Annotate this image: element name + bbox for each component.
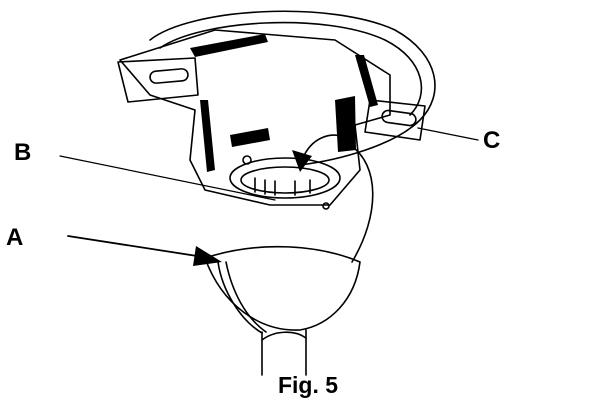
hanger-ball-seam xyxy=(217,261,263,334)
left-mounting-slot xyxy=(149,68,189,84)
downrod-collar xyxy=(261,331,307,341)
label-a: A xyxy=(6,224,24,251)
mounting-bracket xyxy=(119,29,391,206)
screw-hole-bottom xyxy=(322,202,330,210)
bracket-edge-left xyxy=(200,100,215,172)
left-bracket-tab xyxy=(117,57,199,103)
wire xyxy=(349,144,374,263)
rotation-arrow-head xyxy=(292,150,312,172)
screw-hole-left xyxy=(242,155,252,165)
ceiling-plate-outline xyxy=(149,10,436,166)
label-b: B xyxy=(14,139,32,166)
center-hole-inner xyxy=(240,166,330,194)
bracket-edge-lower-left xyxy=(230,128,270,147)
label-c: C xyxy=(483,127,501,154)
right-bracket-tab xyxy=(364,99,426,141)
hanger-ball-seam-2 xyxy=(225,261,267,333)
ceiling-plate-inner-rim xyxy=(159,21,423,116)
leader-line-a xyxy=(67,235,211,259)
bracket-edge-right xyxy=(355,55,378,107)
bracket-edge-inner xyxy=(335,96,356,152)
leader-line-c xyxy=(417,127,479,141)
hole-ribs xyxy=(254,177,311,196)
hanger-ball xyxy=(204,245,361,331)
leader-line-b xyxy=(59,155,276,201)
leader-arrow-a xyxy=(193,246,222,266)
rotation-arrow xyxy=(302,134,353,159)
center-hole xyxy=(229,157,341,199)
right-mounting-slot xyxy=(381,109,417,127)
figure-caption: Fig. 5 xyxy=(277,372,339,398)
bracket-edge-top xyxy=(190,34,268,57)
